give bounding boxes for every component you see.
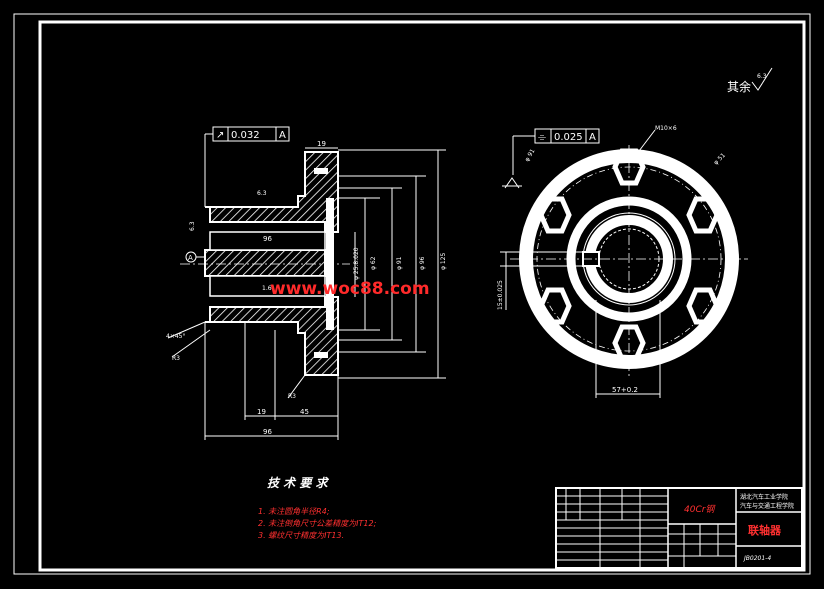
hub-section-lower [205,296,339,376]
front-section-view: ↗ 0.032 A 19 6.3 96 1.6 A 6.3 4×45° R3 [166,126,447,440]
title-material: 40Cr钢 [684,504,716,515]
bolt-hex-upper-left [538,196,572,234]
title-school-1: 湖北汽车工业学院 [740,493,788,501]
outer-border [13,13,811,575]
side-vertical-dim: 15±0.025 [497,280,504,310]
dim-length-45: 45 [300,408,309,416]
bolt-hex-lower-right [686,287,720,325]
tech-item-1: 1. 未注圆角半径R4; [258,507,330,516]
bolt-hex-top [612,148,646,186]
front-tolerance-frame: ↗ 0.032 A [204,126,290,207]
tech-requirements: 技 术 要 求 1. 未注圆角半径R4; 2. 未注倒角尺寸公差精度为IT12;… [258,476,377,540]
dim-dia-4: φ 96 [419,256,426,270]
dim-length-96: 96 [263,428,272,436]
hole-note: M10×6 [655,125,677,132]
inner-border [38,20,806,572]
watermark: www.woc88.com [270,279,430,299]
dim-chamfer-small: 6.3 [257,190,267,197]
title-school-2: 汽车与交通工程学院 [740,502,794,510]
bolt-hex-group [538,148,720,362]
runout-icon: ↗ [216,130,224,141]
front-tolerance-datum: A [279,130,286,141]
tech-item-3: 3. 螺纹尺寸精度为IT13. [258,531,344,540]
dim-dia-2: φ 62 [370,256,377,270]
surface-note-text: 其余 [727,79,751,94]
title-drawing-no: JB0201-4 [743,555,771,562]
dim-chamfer-left: 6.3 [189,221,196,231]
dim-bore-length: 96 [263,235,272,243]
side-tolerance-value: 0.025 [554,132,583,143]
front-tolerance-value: 0.032 [231,130,260,141]
dim-edge-note: 4×45° [166,333,185,340]
side-tolerance-frame: ⌯ 0.025 A [512,128,600,175]
side-dia-right: φ 51 [712,152,727,167]
surface-roughness-note: 其余 6.3 [727,67,773,94]
hub-section-upper [205,151,339,233]
side-view: ⌯ 0.025 A M10×6 φ 91 φ 51 [497,125,748,398]
datum-label: A [188,254,193,262]
dim-fillet-r2: R3 [288,393,296,400]
dim-dia-5: φ 125 [440,253,447,271]
surface-value: 6.3 [757,73,767,80]
title-block [555,487,803,569]
dim-dia-3: φ 91 [396,256,403,270]
flatness-icon: ⌯ [538,132,546,143]
side-tolerance-datum: A [589,132,596,143]
tech-title: 技 术 要 求 [267,476,330,490]
bolt-hex-upper-right [686,196,720,234]
tech-item-2: 2. 未注倒角尺寸公差精度为IT12; [258,519,377,528]
bolt-hex-bottom [612,324,646,362]
dim-length-19: 19 [257,408,266,416]
dim-fillet-r1: R3 [172,355,180,362]
title-part-name: 联轴器 [748,523,782,537]
bolt-hex-lower-left [538,287,572,325]
keyway-band [204,249,326,277]
dim-flange-width: 19 [317,140,326,148]
dim-step: 1.6 [262,285,272,292]
dim-dia-1: φ 25.8.020 [353,247,360,280]
keyway-dim: 57+0.2 [612,386,638,394]
side-dia-left: φ 91 [524,148,537,163]
